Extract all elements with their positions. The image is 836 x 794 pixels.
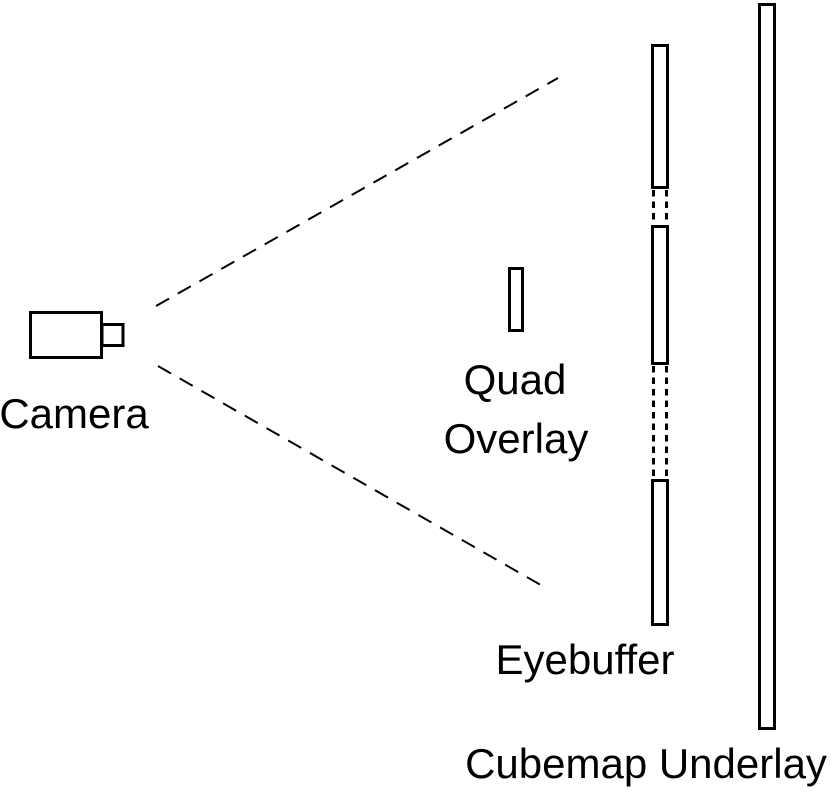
camera-icon <box>29 311 125 359</box>
eyebuffer-tile-middle <box>651 225 669 365</box>
camera-body-shape <box>29 311 103 359</box>
cubemap-underlay-shape <box>758 3 776 730</box>
frustum-upper-line <box>155 77 559 307</box>
eyebuffer-column <box>651 44 669 626</box>
quad-overlay-label-line2: Overlay <box>444 415 589 462</box>
eyebuffer-label: Eyebuffer <box>495 636 674 683</box>
eyebuffer-tile-top <box>651 44 669 189</box>
camera-label: Camera <box>0 390 149 437</box>
camera-lens-shape <box>100 323 125 347</box>
quad-overlay-shape <box>508 267 524 332</box>
quad-overlay-label-line1: Quad <box>464 356 567 403</box>
eyebuffer-tile-bottom <box>651 479 669 626</box>
view-frustum-lines <box>155 77 559 589</box>
cubemap-underlay-label: Cubemap Underlay <box>465 740 827 787</box>
